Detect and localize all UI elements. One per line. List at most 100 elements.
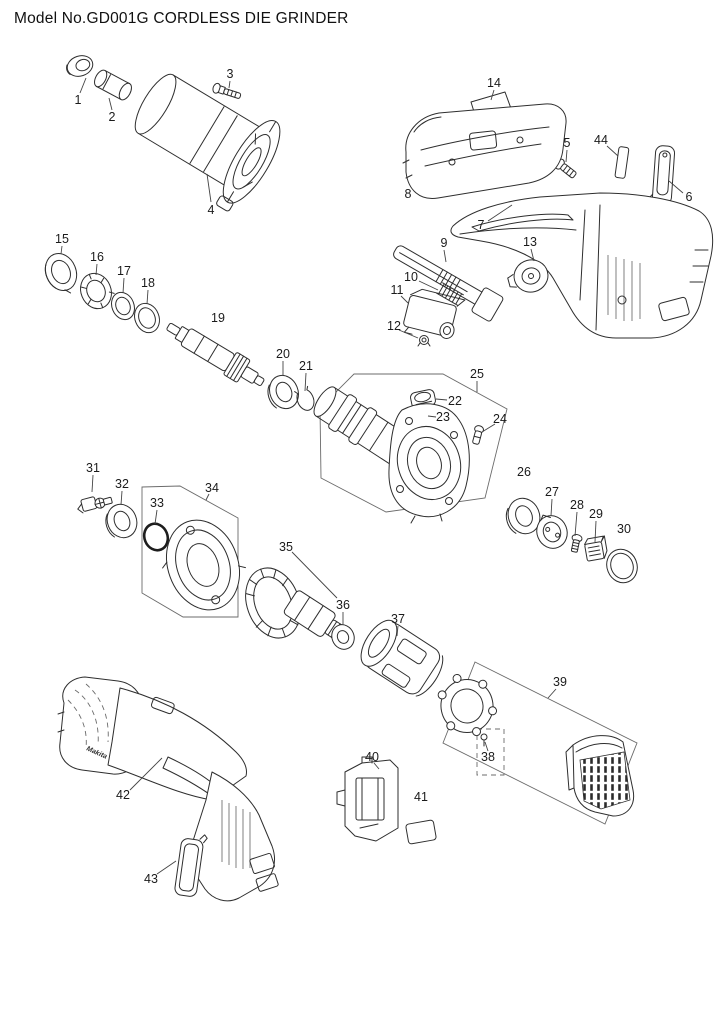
part-44-label: 44	[594, 133, 608, 147]
part-34-drawing	[162, 519, 246, 611]
part-27-drawing	[536, 514, 568, 549]
part-34-leader	[205, 493, 210, 501]
part-29-leader	[594, 520, 597, 543]
part-41-label: 41	[414, 790, 428, 804]
part-12-leader	[398, 329, 419, 339]
part-30-label: 30	[617, 522, 631, 536]
part-42-drawing: Makita	[57, 676, 279, 902]
part-13-label: 13	[523, 235, 537, 249]
part-22-leader	[435, 398, 448, 401]
part-10-drawing	[436, 282, 464, 306]
part-9-leader	[443, 249, 447, 263]
part-44-drawing	[614, 146, 630, 179]
part-7-drawing	[450, 192, 714, 339]
part-17-drawing	[111, 291, 135, 321]
part-39-drawing	[565, 735, 635, 817]
part-19-drawing	[166, 322, 265, 386]
part-13-leader	[530, 248, 535, 262]
part-32-drawing	[105, 503, 138, 539]
part-4-drawing	[134, 73, 281, 212]
part-33-leader	[154, 509, 158, 525]
part-18-drawing	[134, 302, 160, 334]
part-38-label: 38	[481, 750, 495, 764]
part-40-leader	[373, 762, 380, 770]
part-26-label: 26	[517, 465, 531, 479]
part-37-drawing	[360, 619, 444, 697]
part-22-label: 22	[448, 394, 462, 408]
part-16-label: 16	[90, 250, 104, 264]
part-25-label: 25	[470, 367, 484, 381]
part-7-label: 7	[478, 218, 485, 232]
part-34-label: 34	[205, 481, 219, 495]
part-28-drawing	[570, 534, 583, 553]
part-43-label: 43	[144, 872, 158, 886]
part-10-label: 10	[404, 270, 418, 284]
part-20-drawing	[267, 374, 299, 410]
part-33-drawing	[142, 522, 170, 552]
part-14-leader	[490, 89, 495, 101]
part-4-leader	[206, 173, 212, 203]
part-21-drawing	[294, 385, 315, 411]
part-9-drawing	[393, 245, 504, 322]
part-21-leader	[304, 372, 307, 392]
part-40-label: 40	[365, 750, 379, 764]
part-2-label: 2	[109, 110, 116, 124]
part-16-drawing	[80, 272, 115, 310]
part-41-drawing	[405, 819, 437, 845]
part-10-leader	[418, 280, 439, 291]
part-1-label: 1	[75, 93, 82, 107]
part-42-leader	[129, 757, 163, 791]
part-42-label: 42	[116, 788, 130, 802]
part-39-leader	[547, 688, 557, 699]
part-32-label: 32	[115, 477, 129, 491]
part-15-drawing	[44, 253, 78, 294]
part-40-drawing	[336, 756, 399, 842]
part-37-leader	[396, 625, 399, 637]
part-35-leader	[291, 551, 338, 599]
part-13-drawing	[507, 259, 549, 293]
part-18-leader	[146, 289, 149, 305]
part-24-drawing	[472, 425, 485, 445]
part-11-drawing	[403, 288, 466, 339]
part-29-label: 29	[589, 507, 603, 521]
part-14-label: 14	[487, 76, 501, 90]
part-23-leader	[427, 415, 437, 418]
assembly-25-spindle-drawing	[313, 386, 470, 524]
part-43-drawing	[174, 834, 208, 897]
page-title: Model No.GD001G CORDLESS DIE GRINDER	[14, 10, 349, 27]
part-15-label: 15	[55, 232, 69, 246]
part-43-leader	[156, 860, 177, 875]
part-2-leader	[108, 97, 113, 111]
part-36-drawing	[331, 624, 355, 650]
part-17-label: 17	[117, 264, 131, 278]
part-1-drawing	[66, 55, 94, 77]
part-3-drawing	[212, 82, 242, 99]
part-16-leader	[95, 263, 98, 276]
part-6-label: 6	[686, 190, 693, 204]
part-12-drawing	[417, 335, 431, 347]
part-39-label: 39	[553, 675, 567, 689]
part-6-leader	[668, 180, 684, 194]
part-8-drawing	[402, 103, 567, 199]
part-31-drawing	[77, 496, 113, 514]
part-19-label: 19	[211, 311, 225, 325]
part-28-leader	[574, 511, 578, 537]
assembly-boundary-34	[141, 485, 239, 618]
part-5-label: 5	[564, 136, 571, 150]
part-2-drawing	[94, 69, 132, 101]
part-12-label: 12	[387, 319, 401, 333]
part-8-label: 8	[405, 187, 412, 201]
part-35-label: 35	[279, 540, 293, 554]
part-20-label: 20	[276, 347, 290, 361]
part-44-leader	[606, 145, 619, 157]
part-15-leader	[60, 245, 63, 255]
part-30-drawing	[606, 548, 638, 584]
part-29-drawing	[584, 535, 608, 562]
part-24-leader	[481, 423, 496, 433]
part-24-label: 24	[493, 412, 507, 426]
part-32-leader	[120, 490, 123, 506]
part-21-label: 21	[299, 359, 313, 373]
